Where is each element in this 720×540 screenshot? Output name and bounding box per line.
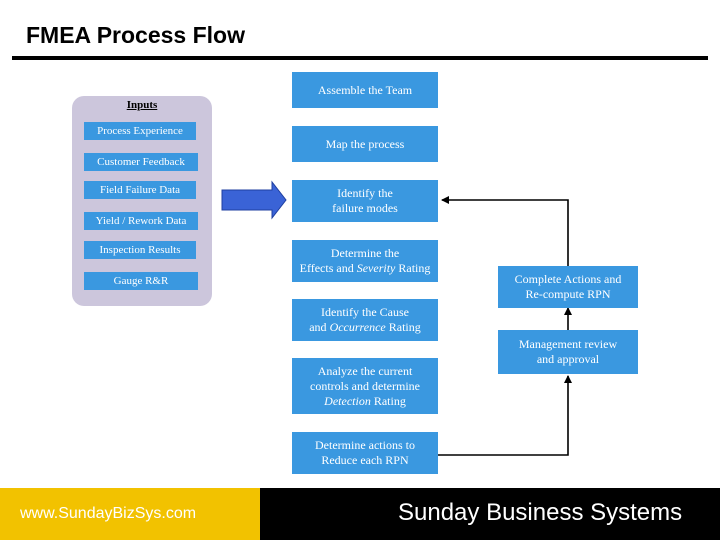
complete-actions-line2: Re-compute RPN [525, 287, 611, 301]
input-process-experience: Process Experience [84, 122, 196, 140]
management-review-line2: and approval [536, 352, 600, 366]
step-severity-line1: Determine the [330, 246, 400, 260]
complete-actions-line1: Complete Actions and [514, 272, 622, 286]
title-divider [12, 56, 708, 60]
step-map-process: Map the process [292, 126, 438, 162]
step-assemble-team-label: Assemble the Team [317, 82, 413, 97]
step-controls-detection: Analyze the current controls and determi… [292, 358, 438, 414]
step-occurrence-line2-pre: and [309, 320, 330, 334]
step-occurrence-line2-post: Rating [385, 320, 421, 334]
step-severity-line2-pre: Effects and [299, 261, 357, 275]
footer-company-name: Sunday Business Systems [398, 499, 683, 526]
management-review-line1: Management review [518, 337, 618, 351]
input-customer-feedback: Customer Feedback [84, 153, 198, 171]
step-occurrence-line2-em: Occurrence [329, 320, 386, 334]
input-inspection-results: Inspection Results [84, 241, 196, 259]
step-severity-line2-post: Rating [395, 261, 431, 275]
step-identify-failure-modes: Identify the failure modes [292, 180, 438, 222]
input-field-failure-data: Field Failure Data [84, 181, 196, 199]
inputs-heading: Inputs [126, 99, 158, 111]
step-assemble-team: Assemble the Team [292, 72, 438, 108]
step-detection-line2: controls and determine [310, 378, 420, 393]
step-severity-line2-em: Severity [356, 261, 396, 275]
footer-url: www.SundayBizSys.com [20, 505, 197, 522]
step-failure-modes-line1: Identify the [337, 186, 393, 200]
page-title: FMEA Process Flow [26, 22, 245, 48]
step-management-review: Management review and approval [498, 330, 638, 374]
step-complete-actions: Complete Actions and Re-compute RPN [498, 266, 638, 308]
connector-actions-to-review [438, 375, 572, 456]
step-detection-line3-post: Rating [370, 393, 406, 408]
step-failure-modes-line2: failure modes [332, 201, 398, 215]
step-effects-severity: Determine the Effects and Severity Ratin… [292, 240, 438, 282]
step-map-process-label: Map the process [325, 136, 405, 151]
step-actions-line2: Reduce each RPN [321, 453, 409, 467]
connector-complete-to-failure-modes [441, 196, 569, 266]
input-yield-rework-data: Yield / Rework Data [84, 212, 198, 230]
step-determine-actions: Determine actions to Reduce each RPN [292, 432, 438, 474]
footer-black-band [260, 488, 720, 540]
step-detection-line1: Analyze the current [317, 363, 413, 378]
step-cause-occurrence: Identify the Cause and Occurrence Rating [292, 299, 438, 341]
step-detection-line3-em: Detection [324, 393, 371, 408]
step-actions-line1: Determine actions to [315, 438, 415, 452]
input-arrow [221, 180, 287, 220]
input-gauge-rr: Gauge R&R [84, 272, 198, 290]
step-occurrence-line1: Identify the Cause [321, 305, 409, 319]
